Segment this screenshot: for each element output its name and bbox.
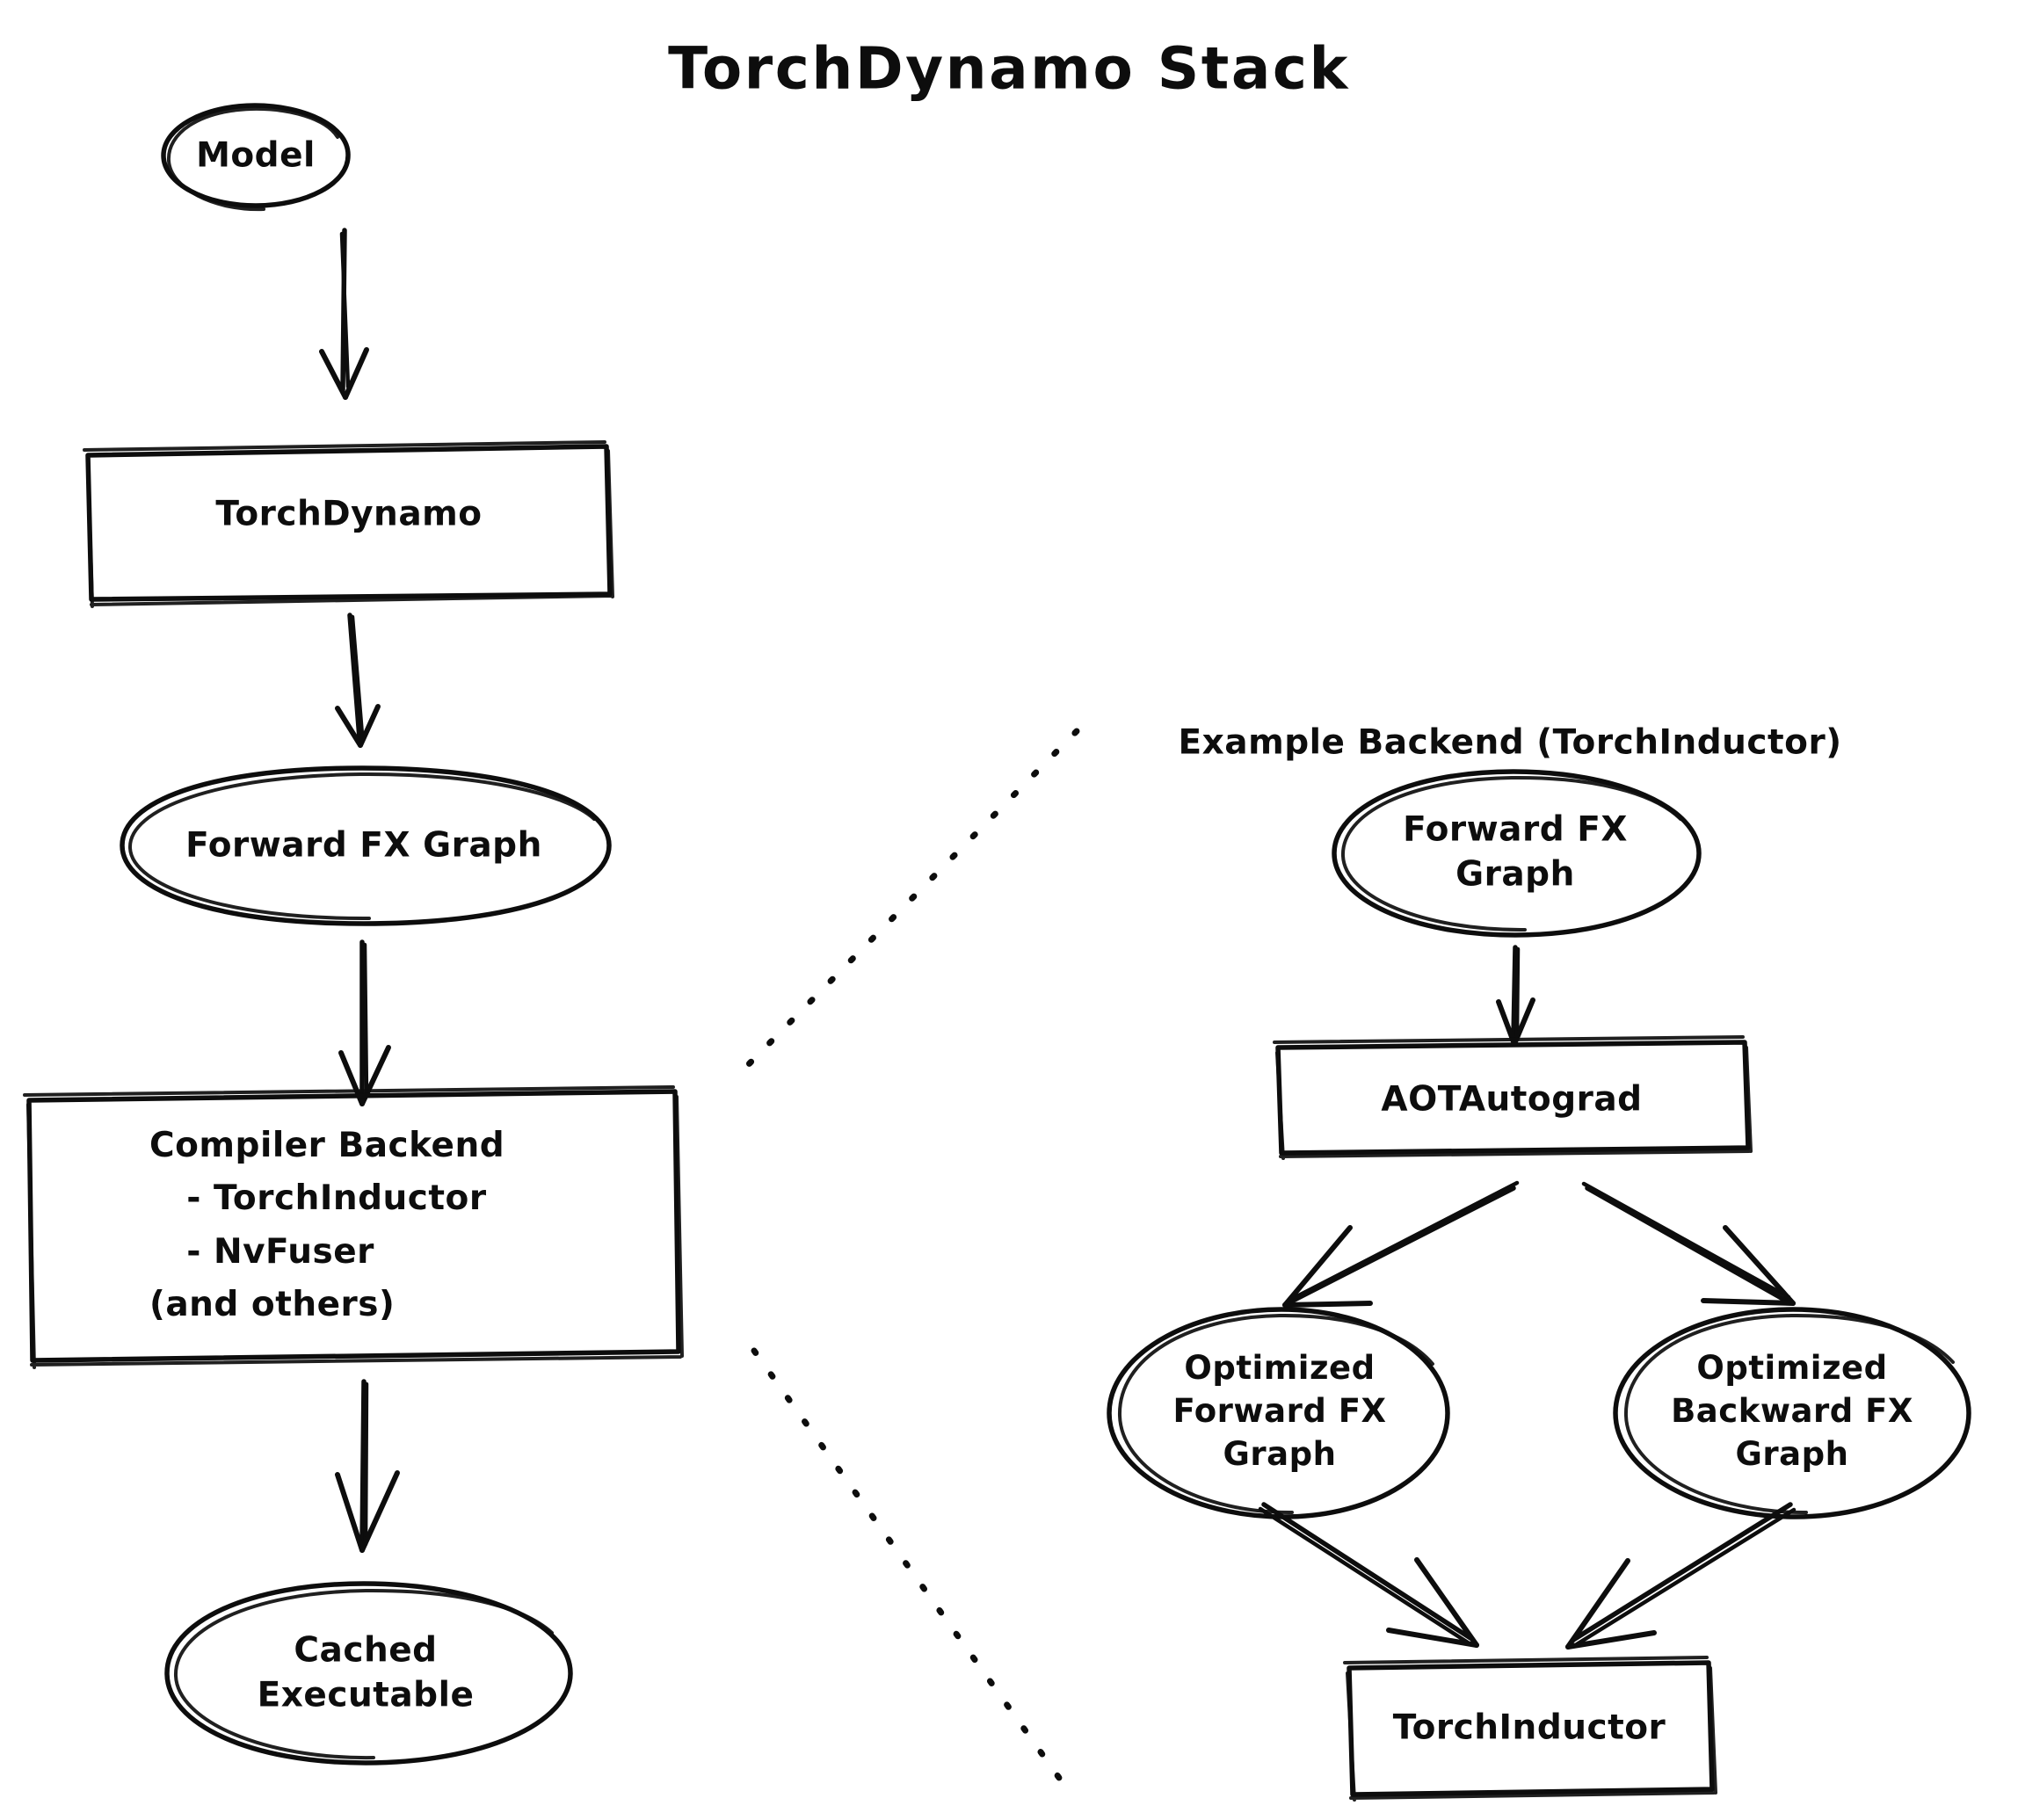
compiler-backend-line-nvfuser: - NvFuser xyxy=(149,1232,374,1272)
node-label-opt-forward: Optimized Forward FX Graph xyxy=(1172,1348,1387,1473)
compiler-backend-line-title: Compiler Backend xyxy=(149,1126,505,1166)
node-label-fx-graph-in: Forward FX Graph xyxy=(1403,809,1628,895)
node-shape-torchdynamo[interactable] xyxy=(83,440,614,608)
node-shape-aot-autograd[interactable] xyxy=(1273,1035,1753,1160)
node-label-compiler-backend: Compiler Backend - TorchInductor - NvFus… xyxy=(149,1120,505,1332)
edge-torchdynamo-to-forward-fx xyxy=(335,613,381,748)
node-shape-cached-executable[interactable] xyxy=(164,1581,573,1766)
edge-forward-fx-to-compiler-backend xyxy=(338,939,391,1106)
node-shape-opt-forward[interactable] xyxy=(1107,1307,1450,1519)
node-shape-model[interactable] xyxy=(161,103,351,212)
node-label-aot-autograd: AOTAutograd xyxy=(1381,1079,1643,1120)
edge-opt-backward-to-torchinductor xyxy=(1565,1502,1797,1650)
lower-dotted-divider xyxy=(751,1347,1076,1800)
node-label-torchdynamo: TorchDynamo xyxy=(215,494,483,534)
node-label-torchinductor: TorchInductor xyxy=(1392,1708,1666,1748)
node-label-opt-backward: Optimized Backward FX Graph xyxy=(1671,1348,1913,1473)
node-shape-fx-graph-in[interactable] xyxy=(1332,769,1702,938)
edge-model-to-torchdynamo xyxy=(319,228,369,400)
node-label-model: Model xyxy=(196,135,316,176)
edge-aot-to-opt-backward xyxy=(1581,1181,1796,1306)
node-label-forward-fx-graph: Forward FX Graph xyxy=(185,825,542,866)
edge-opt-forward-to-torchinductor xyxy=(1258,1502,1479,1648)
compiler-backend-line-torchinductor: - TorchInductor xyxy=(149,1178,487,1219)
compiler-backend-line-and-others: (and others) xyxy=(149,1285,396,1325)
page-title: TorchDynamo Stack xyxy=(668,34,1350,103)
node-shape-torchinductor[interactable] xyxy=(1343,1656,1717,1802)
node-shape-forward-fx-graph[interactable] xyxy=(120,765,612,926)
edge-aot-to-opt-forward xyxy=(1282,1180,1520,1308)
edge-compiler-backend-to-cached-executable xyxy=(335,1379,400,1553)
node-shape-opt-backward[interactable] xyxy=(1613,1307,1971,1519)
right-panel-heading: Example Backend (TorchInductor) xyxy=(1178,722,1842,763)
node-label-cached-executable: Cached Executable xyxy=(257,1630,475,1715)
node-shape-compiler-backend[interactable] xyxy=(23,1085,684,1369)
edge-fx-graph-to-aot-autograd xyxy=(1496,945,1535,1047)
upper-dotted-divider xyxy=(737,728,1080,1076)
